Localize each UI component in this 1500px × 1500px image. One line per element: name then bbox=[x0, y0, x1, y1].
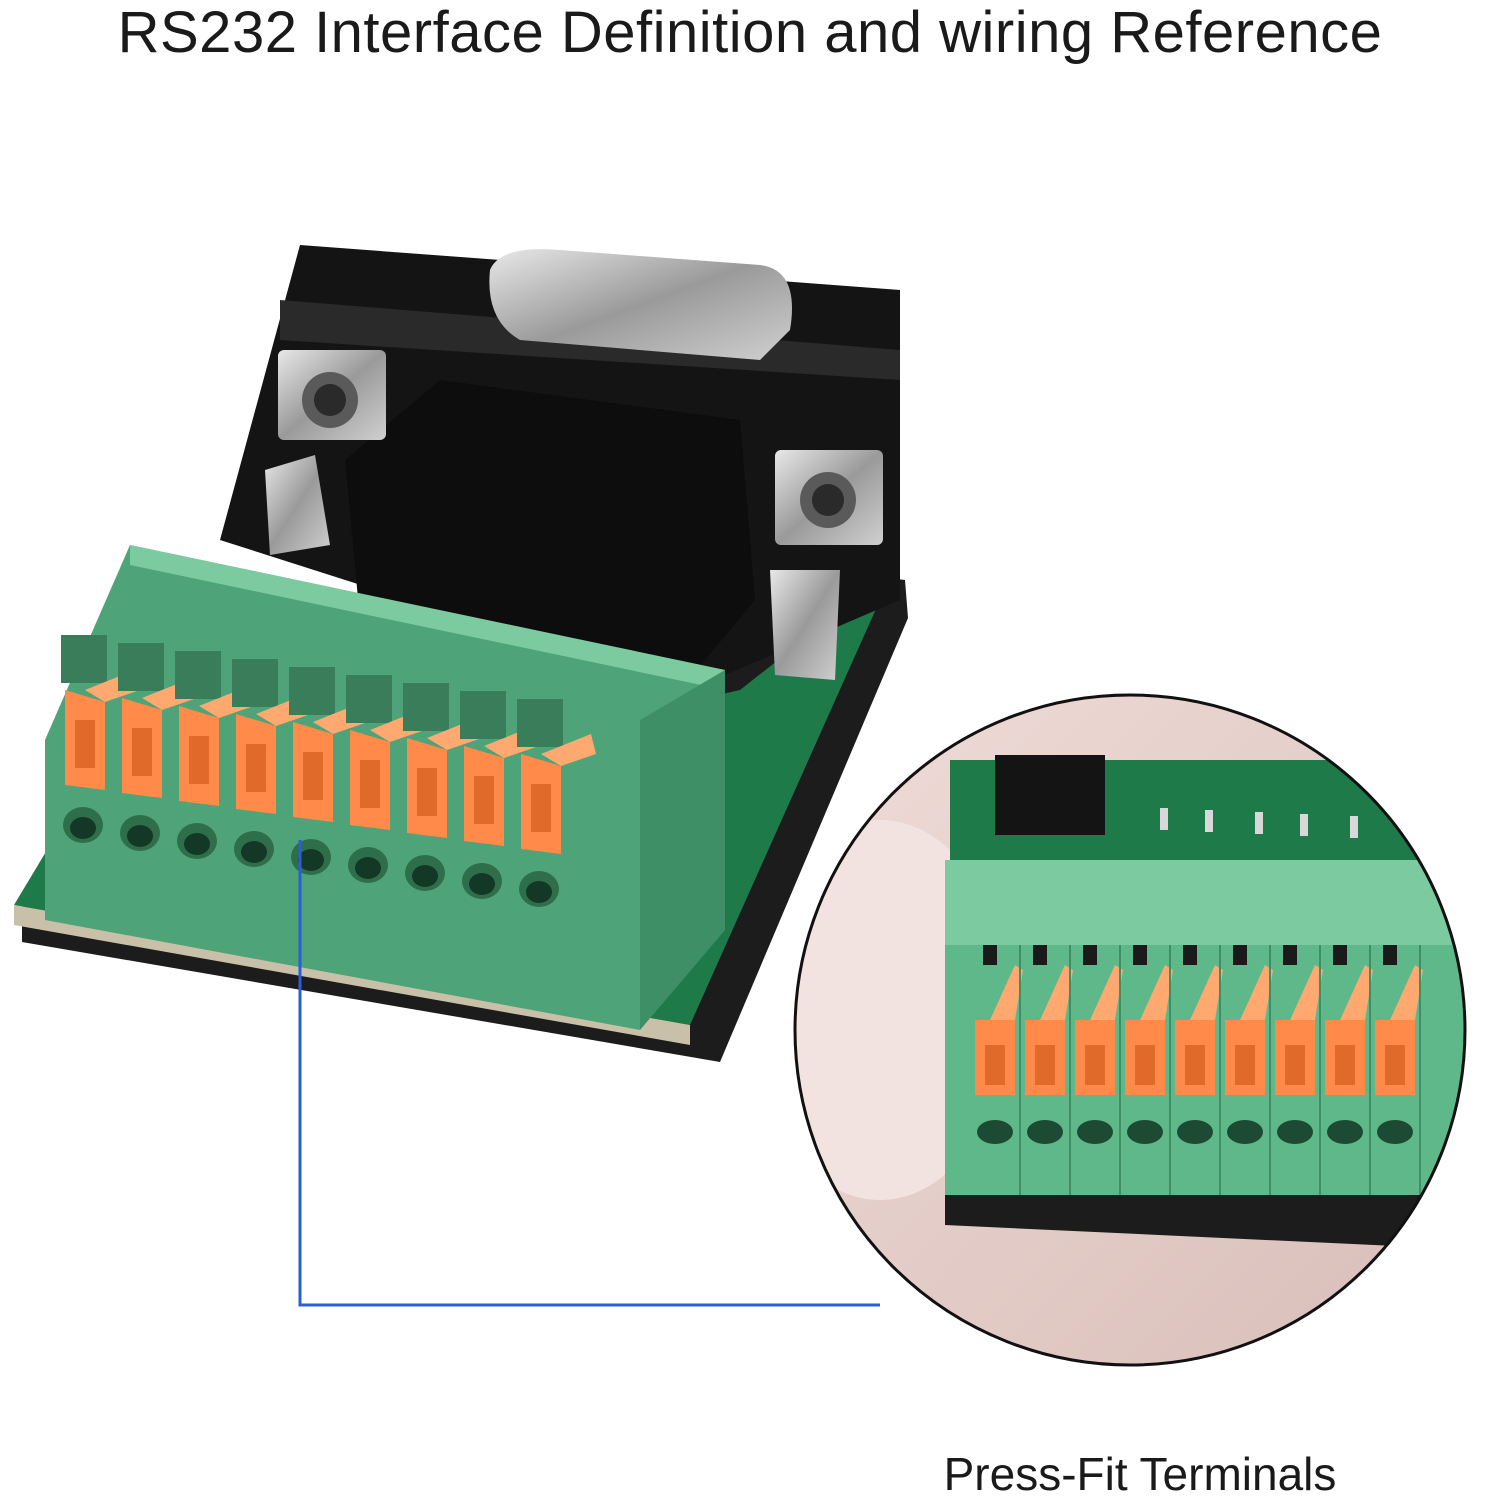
callout-caption: Press-Fit Terminals bbox=[943, 1448, 1337, 1500]
inset-terminal-lever bbox=[1325, 945, 1373, 1195]
terminal-lever bbox=[403, 683, 482, 891]
inset-terminal-lever bbox=[975, 945, 1023, 1195]
inset-terminal-lever bbox=[1225, 945, 1273, 1195]
zoom-inset bbox=[793, 693, 1467, 1367]
inset-terminal-lever bbox=[1175, 945, 1223, 1195]
mounting-bracket-left bbox=[265, 350, 386, 555]
inset-terminal-lever bbox=[1025, 945, 1073, 1195]
terminal-lever bbox=[61, 635, 140, 843]
terminal-lever bbox=[517, 699, 596, 907]
terminal-lever bbox=[346, 675, 425, 883]
terminal-lever bbox=[118, 643, 197, 851]
inset-terminal-lever bbox=[1275, 945, 1323, 1195]
inset-terminal-lever bbox=[1125, 945, 1173, 1195]
terminal-block bbox=[45, 545, 725, 1030]
inset-terminal-lever bbox=[1375, 945, 1423, 1195]
terminal-lever bbox=[175, 651, 254, 859]
page-title: RS232 Interface Definition and wiring Re… bbox=[117, 0, 1383, 65]
inset-terminal-lever bbox=[1075, 945, 1123, 1195]
db9-adapter-main bbox=[14, 245, 908, 1062]
db9-connector bbox=[220, 245, 900, 690]
mounting-bracket-right bbox=[770, 450, 883, 680]
callout-line bbox=[298, 840, 880, 1307]
